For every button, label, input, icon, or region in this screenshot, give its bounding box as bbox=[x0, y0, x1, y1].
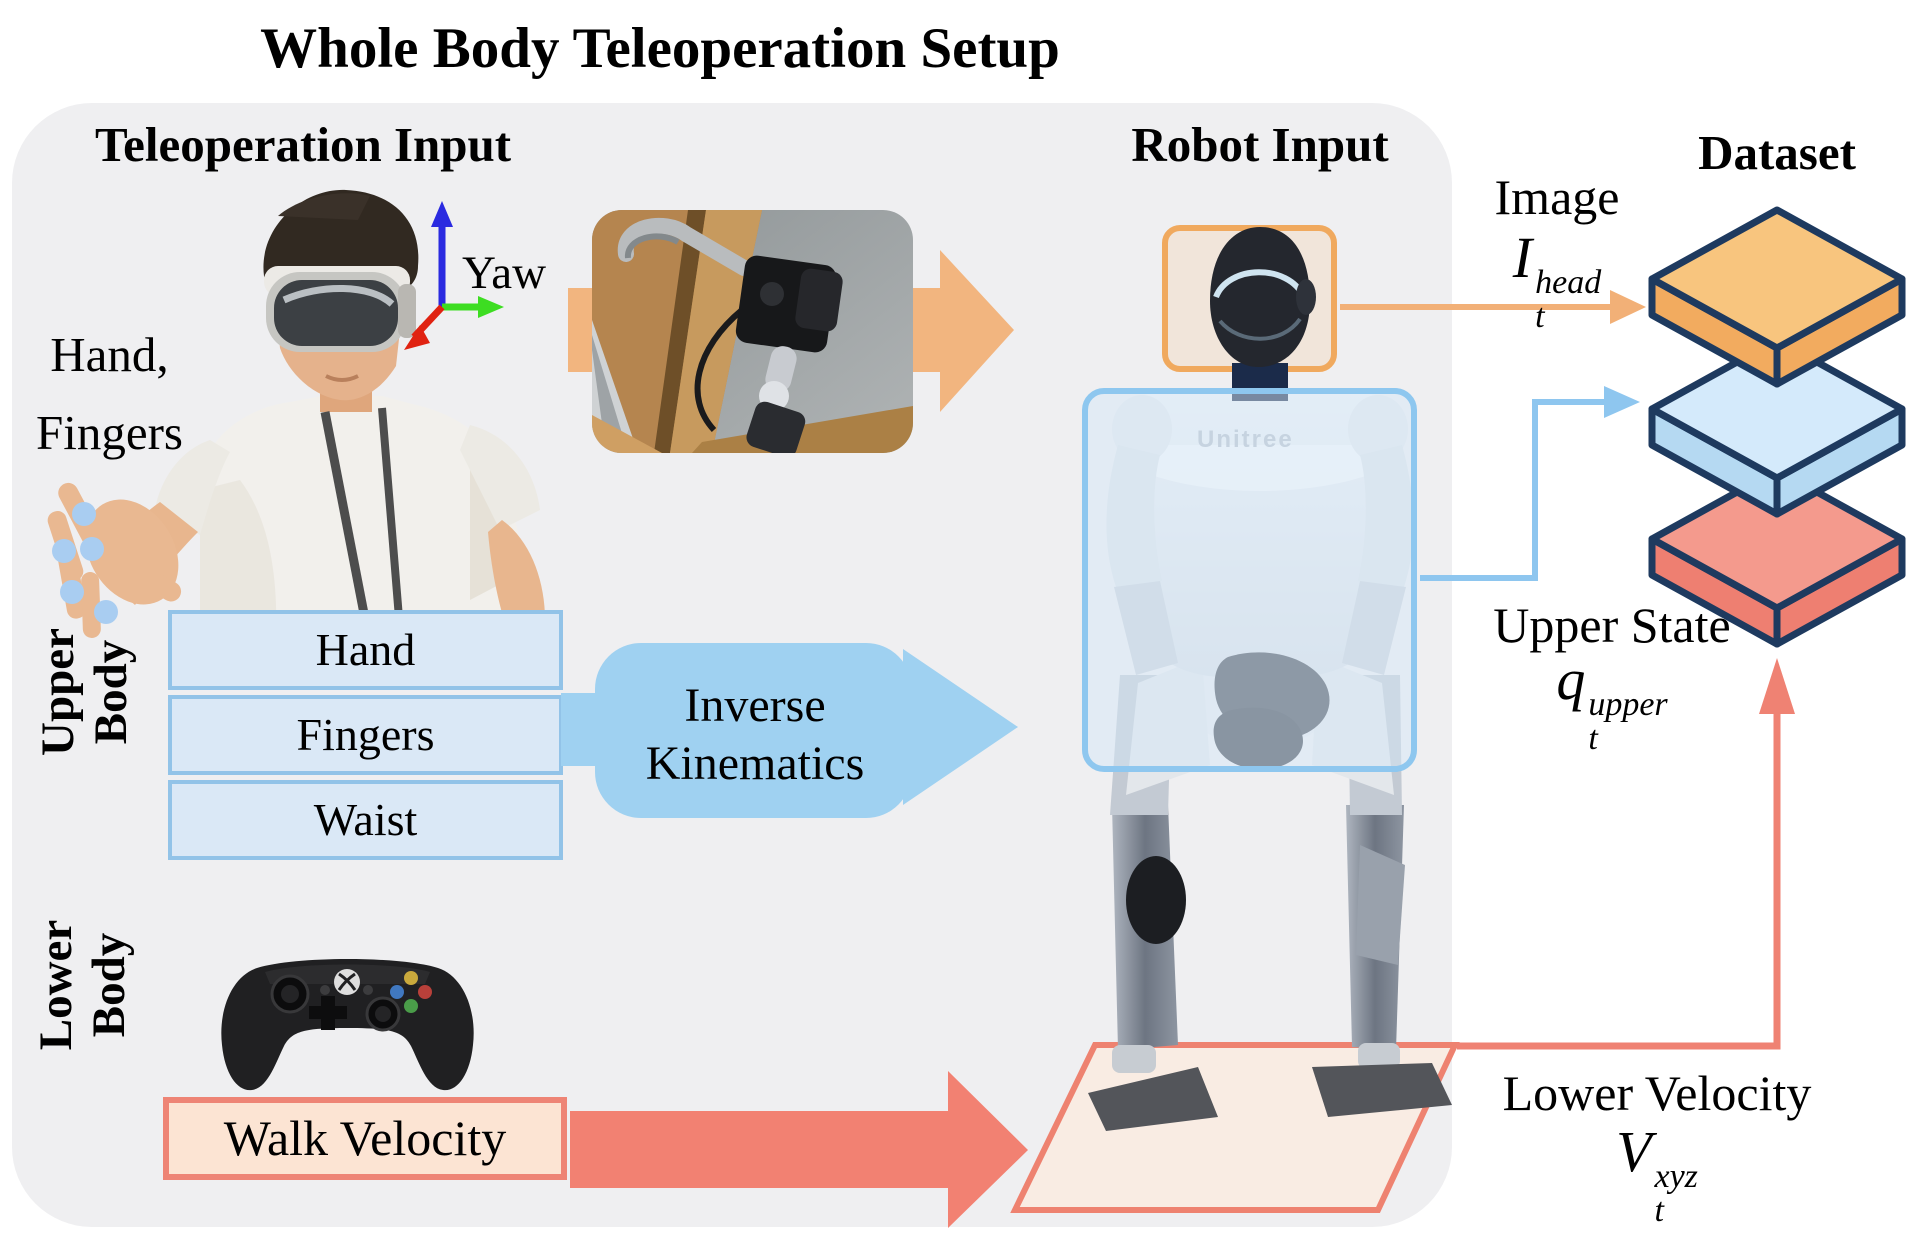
button-x bbox=[390, 985, 404, 999]
image-var-sup: head bbox=[1535, 264, 1602, 301]
lower-velocity-var-base: V bbox=[1616, 1119, 1652, 1184]
vr-goggles bbox=[266, 272, 416, 352]
robot-upper-body-box bbox=[1082, 388, 1417, 772]
finger-dot bbox=[52, 539, 76, 563]
button-y bbox=[404, 971, 418, 985]
input-box-fingers: Fingers bbox=[168, 695, 563, 775]
figure-title: Whole Body Teleoperation Setup bbox=[260, 17, 1060, 80]
operator-photo bbox=[47, 189, 545, 655]
lower-velocity-var-sub: t bbox=[1654, 1192, 1664, 1229]
hand-fingers-label-line1: Hand, bbox=[50, 327, 169, 382]
finger-dot bbox=[60, 580, 84, 604]
ik-label-line1: Inverse bbox=[684, 679, 826, 732]
yaw-axes-icon bbox=[404, 201, 504, 350]
shirt bbox=[200, 396, 545, 655]
lower-velocity-var-sup: xyz bbox=[1654, 1158, 1698, 1195]
input-box-hand: Hand bbox=[168, 610, 563, 690]
dataset-blue-layer bbox=[1648, 336, 1906, 518]
camera-device bbox=[735, 255, 843, 453]
image-label: Image bbox=[1494, 169, 1620, 225]
gamepad-icon bbox=[221, 959, 474, 1091]
dataset-orange-layer bbox=[1648, 206, 1906, 388]
finger-dot bbox=[80, 537, 104, 561]
upper-state-connector bbox=[1420, 399, 1606, 581]
dataset-red-layer bbox=[1648, 466, 1906, 648]
walk-velocity-arrow bbox=[570, 1071, 1028, 1228]
dpad bbox=[309, 996, 347, 1030]
button-a bbox=[404, 999, 418, 1013]
section-dataset: Dataset bbox=[1698, 125, 1856, 180]
button-b bbox=[418, 985, 432, 999]
finger-dot bbox=[72, 502, 96, 526]
dataset-stack bbox=[1648, 206, 1906, 648]
hand-fingers-label-line2: Fingers bbox=[36, 405, 183, 460]
lower-velocity-connector bbox=[1457, 712, 1781, 1050]
yaw-label: Yaw bbox=[462, 247, 547, 299]
upper-state-label: Upper State bbox=[1493, 597, 1731, 653]
upper-state-var-sub: t bbox=[1588, 720, 1598, 757]
head-camera-photo bbox=[592, 210, 913, 453]
upper-state-var-base: q bbox=[1556, 647, 1586, 712]
finger-dot bbox=[94, 600, 118, 624]
walk-velocity-box: Walk Velocity bbox=[163, 1097, 567, 1180]
ik-label-line2: Kinematics bbox=[645, 737, 865, 790]
section-teleoperation-input: Teleoperation Input bbox=[95, 117, 512, 172]
section-robot-input: Robot Input bbox=[1131, 117, 1389, 172]
input-box-waist: Waist bbox=[168, 780, 563, 860]
image-var-sub: t bbox=[1535, 298, 1545, 335]
lower-velocity-label: Lower Velocity bbox=[1502, 1065, 1812, 1121]
right-forearm bbox=[488, 520, 545, 632]
image-var-base: I bbox=[1512, 225, 1533, 290]
upper-state-var-sup: upper bbox=[1588, 686, 1668, 723]
inverse-kinematics-arrow bbox=[561, 643, 1018, 818]
